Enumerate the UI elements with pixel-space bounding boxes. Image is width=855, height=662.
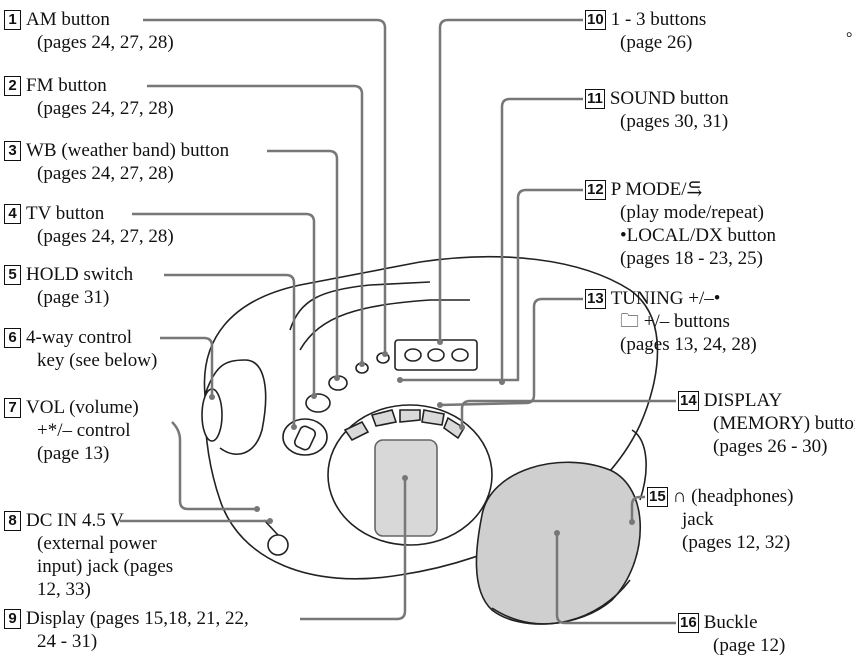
callout-pages: (page 26) bbox=[620, 32, 693, 53]
callout-number: 5 bbox=[4, 265, 21, 285]
callout-pages: (pages 24, 27, 28) bbox=[37, 163, 174, 184]
callout-label: SOUND button bbox=[609, 88, 729, 109]
tv-button bbox=[305, 393, 331, 413]
callout-number: 16 bbox=[678, 613, 699, 633]
callout-pages: (page 31) bbox=[37, 287, 110, 308]
callout-number: 11 bbox=[585, 89, 605, 109]
callout-number: 13 bbox=[585, 289, 606, 309]
control-key bbox=[282, 418, 328, 456]
callout-label: DC IN 4.5 V bbox=[26, 510, 124, 531]
buckle bbox=[475, 461, 642, 625]
callout-pages: (pages 12, 32) bbox=[682, 532, 791, 553]
dc-in-jack bbox=[267, 534, 289, 556]
callout-number: 6 bbox=[4, 328, 21, 348]
callout-detail: 🗀 +/– buttons bbox=[620, 311, 730, 332]
callout-label: AM button bbox=[26, 9, 110, 30]
callout-number: 3 bbox=[4, 141, 21, 161]
callout-number: 10 bbox=[585, 10, 606, 30]
callout-pages: (pages 26 - 30) bbox=[713, 436, 828, 457]
button-panel bbox=[394, 339, 478, 371]
callout-label: VOL (volume) bbox=[26, 397, 139, 418]
callout-label: TV button bbox=[26, 203, 105, 224]
callout-label: FM button bbox=[26, 75, 107, 96]
callout-detail: input) jack (pages bbox=[37, 556, 174, 577]
side-housing-left bbox=[204, 359, 267, 456]
callout-detail: (play mode/repeat) bbox=[620, 202, 765, 223]
callout-number: 7 bbox=[4, 398, 21, 418]
callout-detail: +*/– control bbox=[37, 420, 131, 441]
callout-label: Buckle bbox=[703, 612, 758, 633]
callout-detail: (MEMORY) button bbox=[713, 413, 855, 434]
callout-number: 2 bbox=[4, 76, 21, 96]
callout-pages: (page 12) bbox=[713, 635, 786, 656]
callout-pages: 24 - 31) bbox=[37, 631, 98, 652]
callout-pages: (pages 24, 27, 28) bbox=[37, 32, 174, 53]
callout-number: 1 bbox=[4, 10, 21, 30]
callout-pages: 12, 33) bbox=[37, 579, 91, 600]
callout-pages: (pages 13, 24, 28) bbox=[620, 334, 757, 355]
callout-number: 15 bbox=[647, 487, 668, 507]
callout-number: 8 bbox=[4, 511, 21, 531]
callout-number: 14 bbox=[678, 391, 699, 411]
callout-detail: key (see below) bbox=[37, 350, 158, 371]
callout-detail: •LOCAL/DX button bbox=[620, 225, 777, 246]
callout-label: Display (pages 15,18, 21, 22, bbox=[26, 608, 249, 629]
callout-detail: jack bbox=[682, 509, 714, 530]
callout-pages: (pages 18 - 23, 25) bbox=[620, 248, 763, 269]
callout-label: 4-way control bbox=[26, 327, 133, 348]
callout-label: TUNING +/–• bbox=[610, 288, 721, 309]
callout-detail: (external power bbox=[37, 533, 157, 554]
callout-pages: (pages 24, 27, 28) bbox=[37, 98, 174, 119]
display-well bbox=[327, 404, 493, 546]
callout-label: 1 - 3 buttons bbox=[610, 9, 707, 30]
callout-label: HOLD switch bbox=[26, 264, 134, 285]
callout-label: P MODE/⥹ bbox=[610, 179, 703, 200]
callout-pages: (page 13) bbox=[37, 443, 110, 464]
callout-pages: (pages 30, 31) bbox=[620, 111, 729, 132]
callout-number: 9 bbox=[4, 609, 21, 629]
callout-number: 12 bbox=[585, 180, 606, 200]
callout-label: DISPLAY bbox=[703, 390, 783, 411]
callout-15: 15∩ (headphones) jack (pages 12, 32) bbox=[647, 485, 794, 554]
stray-mark: ° bbox=[846, 30, 853, 47]
callout-label: ∩ (headphones) bbox=[672, 486, 794, 507]
callout-number: 4 bbox=[4, 204, 21, 224]
callout-label: WB (weather band) button bbox=[26, 140, 230, 161]
callout-pages: (pages 24, 27, 28) bbox=[37, 226, 174, 247]
